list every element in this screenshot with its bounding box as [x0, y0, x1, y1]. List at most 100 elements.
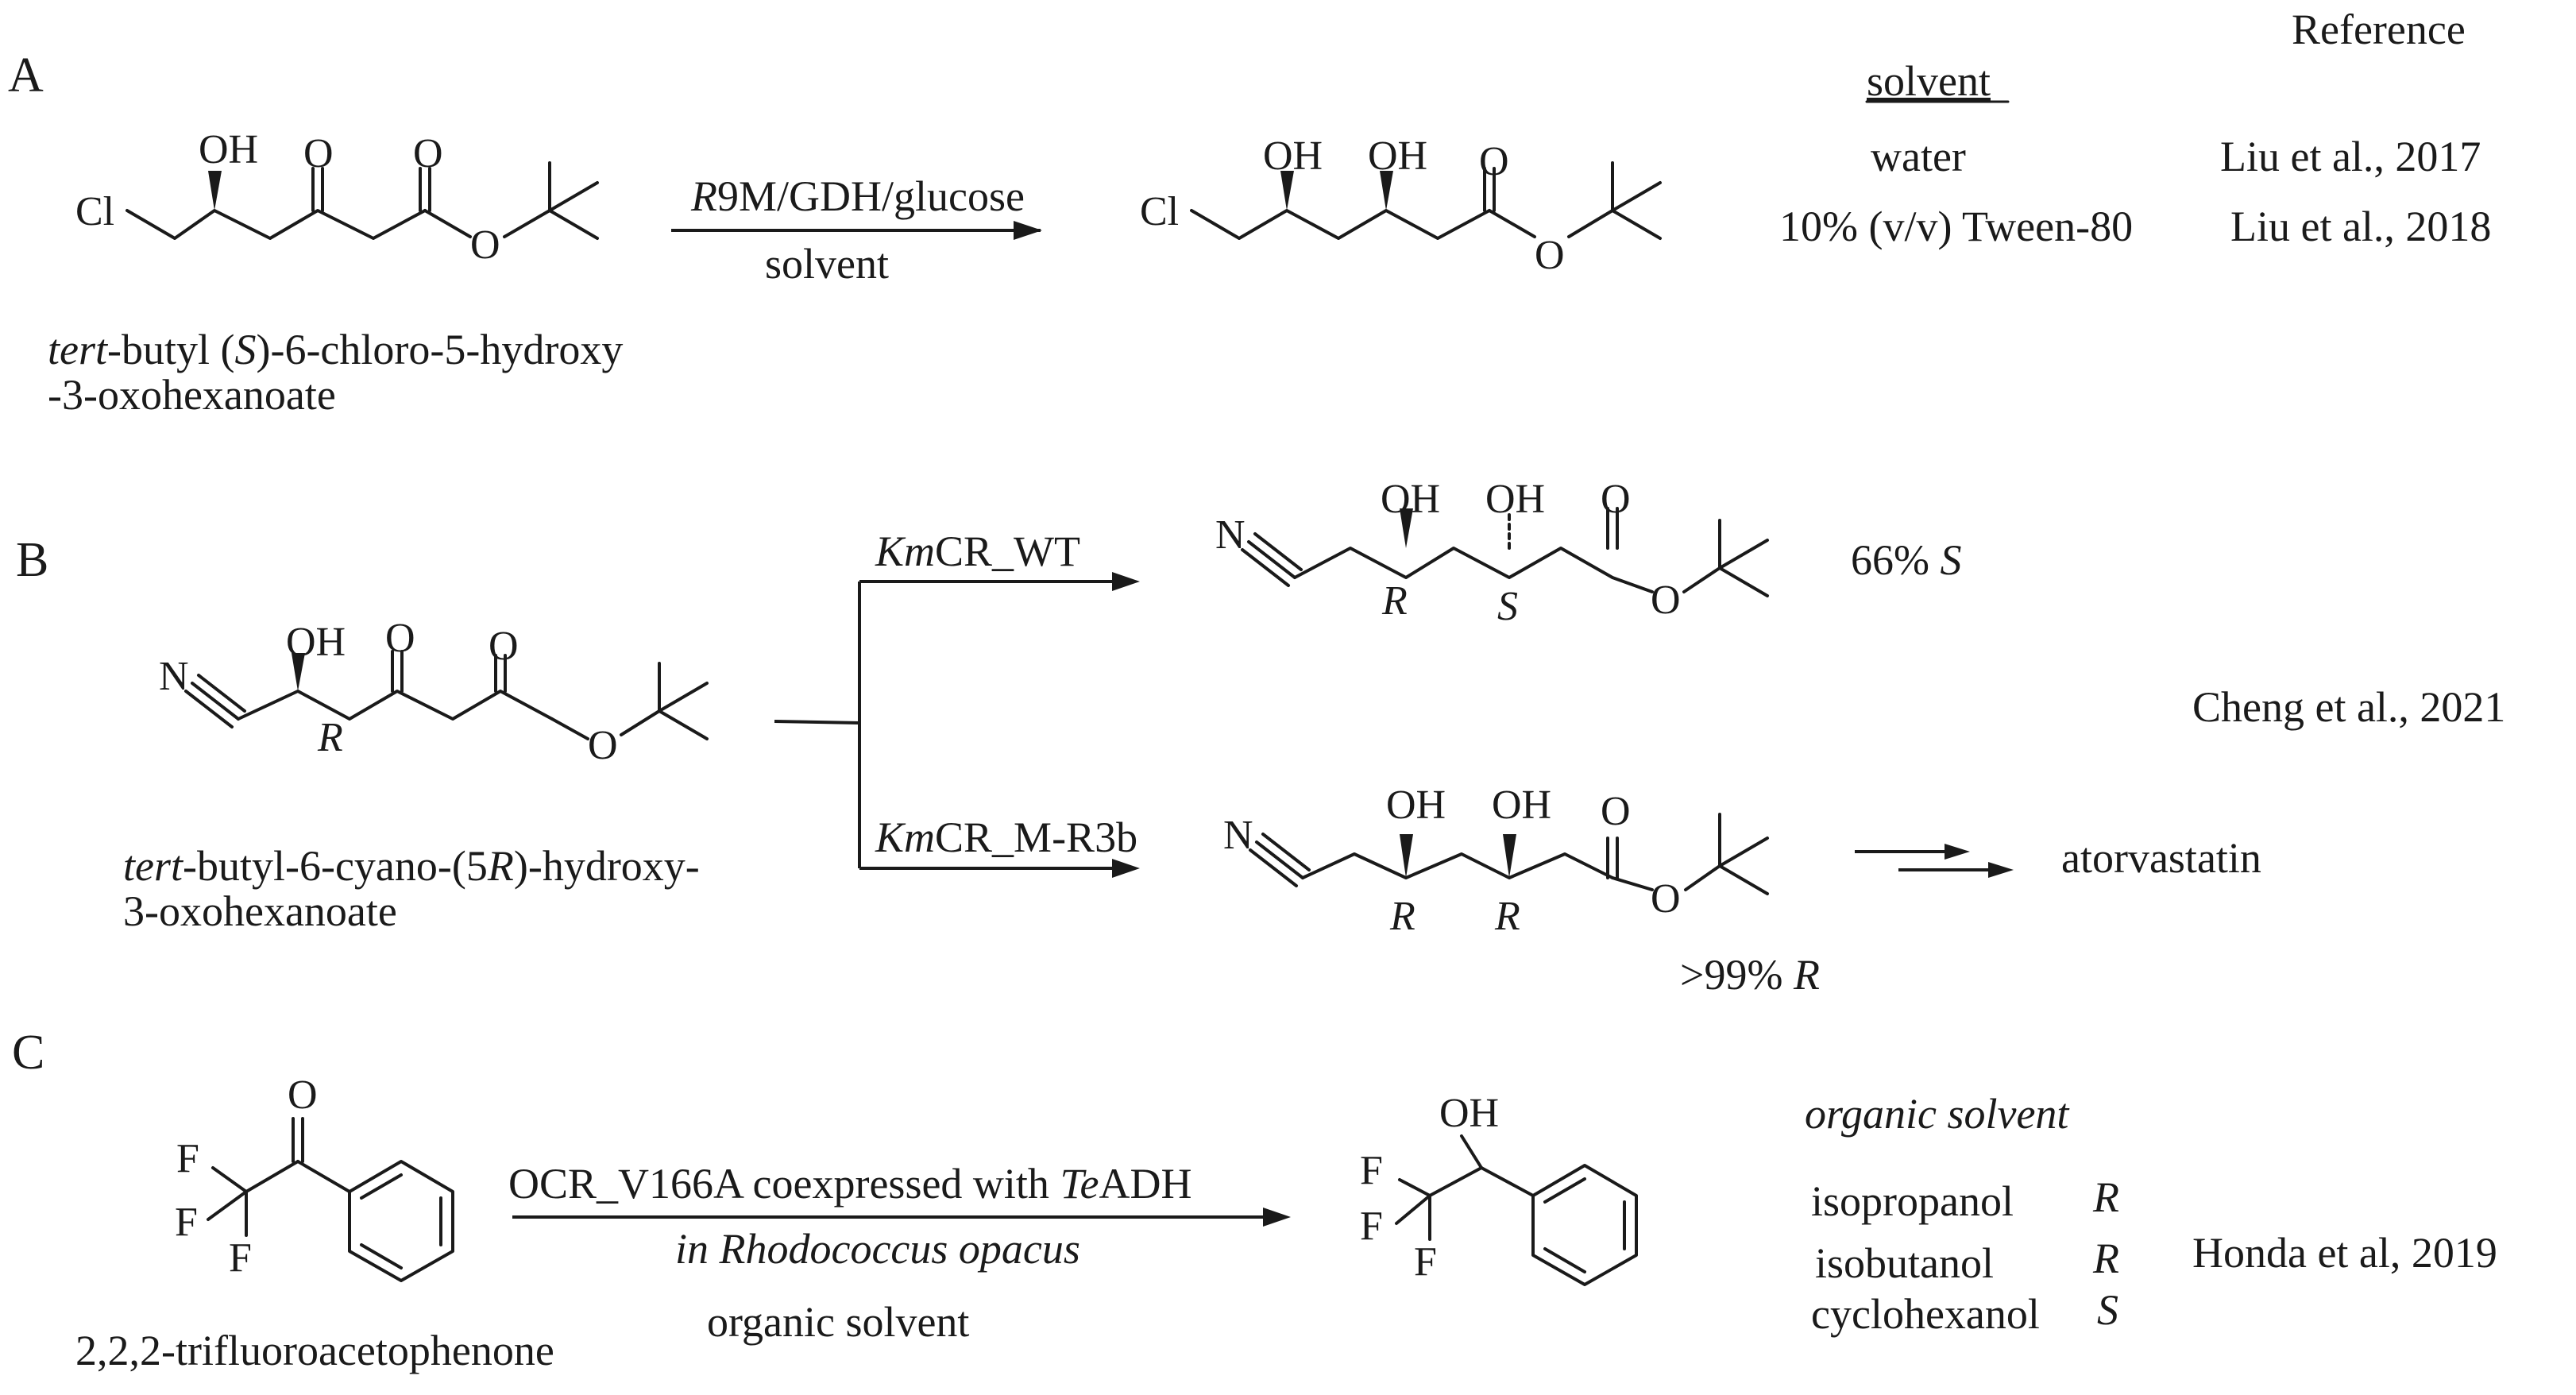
product-mut-r-descriptor-2: R: [1494, 894, 1520, 939]
product-ester-oxygen: O: [1535, 233, 1565, 278]
panel-a: A Cl OH O O O tert-butyl (S)-6-chloro-5-…: [8, 48, 2491, 419]
panel-c-label: C: [12, 1026, 44, 1080]
product-wt-carbonyl-oxygen: O: [1601, 477, 1631, 522]
product-ester-carbonyl-oxygen: O: [1479, 139, 1509, 184]
panel-c-product-fluorine-2: F: [1360, 1204, 1383, 1249]
panel-c-ring-double-3: [360, 1243, 403, 1269]
product-wt-wedge: [1400, 508, 1413, 548]
panel-b-enzyme-wt: KmCR_WT: [875, 527, 1080, 575]
branch-lower-head: [1112, 859, 1140, 878]
panel-c-cf-2: [207, 1190, 248, 1221]
panel-b-enzyme-mutant: KmCR_M-R3b: [875, 813, 1137, 861]
product-mut-nitrogen: N: [1223, 813, 1253, 858]
panel-b-r-descriptor: R: [317, 715, 343, 760]
panel-c-substrate-structure: O F F F: [175, 1072, 454, 1282]
panel-c-fluorine-3: F: [229, 1235, 252, 1281]
panel-c-product-cf3-bond: [1428, 1166, 1483, 1197]
panel-c: C O F F F 2,2,2-trifluoroacetophenone OC…: [12, 1026, 2497, 1374]
ester-o-bond: [423, 209, 472, 238]
multistep-arrowhead-1: [1945, 844, 1970, 860]
panel-c-config-row-1: R: [2092, 1173, 2119, 1221]
panel-a-substrate-name-line1: tert-butyl (S)-6-chloro-5-hydroxy: [48, 326, 623, 373]
panel-a-condition: solvent: [765, 240, 889, 288]
product-mut-nitrile-1: [1255, 840, 1304, 879]
panel-b-ester-o-bond: [550, 717, 589, 740]
product-wt-nitrogen: N: [1215, 512, 1246, 558]
panel-c-condition: organic solvent: [707, 1298, 969, 1346]
product-mut-backbone: [1301, 852, 1614, 879]
panel-b-substrate-name-line1: tert-butyl-6-cyano-(5R)-hydroxy-: [123, 842, 700, 890]
panel-b-stereo-wedge: [292, 653, 305, 691]
panel-b-o-tbu-bond: [620, 709, 661, 736]
panel-b-product-mutant-structure: N OH OH R R O O: [1223, 783, 1769, 939]
product-mut-nitrile-2: [1261, 833, 1311, 871]
panel-c-product-fluorine-3: F: [1414, 1239, 1437, 1285]
product-wt-backbone: [1293, 547, 1614, 579]
panel-b-substrate-structure: N OH R O O O: [159, 616, 709, 768]
product-mut-o-tbu: [1684, 864, 1721, 891]
panel-c-product-hydroxyl: OH: [1439, 1091, 1499, 1136]
product-mut-carbonyl-oxygen: O: [1601, 789, 1631, 834]
panel-c-product-benzene-ring: [1531, 1164, 1638, 1286]
panel-a-product-structure: Cl OH OH O O: [1140, 133, 1662, 278]
product-hydroxyl-2: OH: [1368, 133, 1427, 179]
panel-c-solvent-row-1: isopropanol: [1811, 1177, 2014, 1225]
product-wedge-2: [1380, 171, 1393, 211]
panel-c-cf3-bond: [245, 1160, 299, 1193]
panel-c-fluorine-2: F: [175, 1200, 198, 1245]
reference-header: Reference: [2292, 6, 2466, 53]
product-mut-ester-o-bond: [1611, 876, 1654, 891]
backbone-bonds: [126, 209, 427, 240]
panel-c-solvent-header: organic solvent: [1805, 1090, 2070, 1138]
panel-c-solvent-row-3: cyclohexanol: [1811, 1290, 2040, 1338]
product-wt-r-descriptor: R: [1381, 578, 1408, 624]
product-mut-wedge-1: [1400, 834, 1413, 878]
product-wt-hydroxyl-1: OH: [1381, 477, 1440, 522]
product-wt-o-tbu: [1682, 566, 1721, 593]
panel-a-solvent-header: solvent: [1867, 57, 1991, 105]
product-wt-ester-o-bond: [1611, 576, 1654, 593]
panel-c-product-aryl-bond: [1480, 1166, 1535, 1197]
carbonyl-oxygen-1: O: [303, 131, 334, 176]
product-mut-hydroxyl-1: OH: [1386, 783, 1446, 828]
product-chlorine-atom: Cl: [1140, 189, 1179, 234]
product-hydroxyl-1: OH: [1263, 133, 1323, 179]
panel-c-product-cf-1: [1398, 1178, 1431, 1197]
panel-a-substrate-name-line2: -3-oxohexanoate: [48, 371, 336, 419]
panel-b-ketone-oxygen: O: [385, 616, 415, 661]
panel-c-ketone-oxygen: O: [288, 1072, 318, 1118]
panel-b-ester-oxygen: O: [588, 723, 618, 768]
panel-c-aryl-bond: [296, 1160, 351, 1193]
o-tbu-bond: [503, 209, 551, 238]
panel-a-reference-row-1: Liu et al., 2017: [2220, 133, 2481, 180]
panel-c-benzene-ring: [348, 1160, 454, 1282]
panel-c-product-fluorine-1: F: [1360, 1148, 1383, 1193]
panel-b-reference: Cheng et al., 2021: [2192, 683, 2505, 731]
tbu-methyl-2: [548, 181, 599, 212]
product-mut-tbu-3: [1718, 864, 1769, 895]
product-wt-tbu-3: [1718, 566, 1769, 597]
branch-upper-head: [1112, 572, 1140, 591]
panel-c-ring-double-1: [360, 1173, 403, 1200]
panel-c-config-row-3: S: [2097, 1286, 2118, 1334]
stereo-wedge-bond: [208, 171, 222, 211]
panel-b: B N OH R O O O tert-butyl-6-cyano-(5R)-h…: [16, 477, 2505, 999]
panel-c-enzyme: OCR_V166A coexpressed with TeADH: [508, 1160, 1191, 1208]
panel-b-tbu-methyl-3: [658, 709, 709, 740]
panel-b-result-mutant: >99% R: [1680, 951, 1820, 999]
panel-b-final-product: atorvastatin: [2061, 834, 2261, 882]
nitrile-bond-2: [197, 674, 246, 713]
panel-c-config-row-2: R: [2092, 1235, 2119, 1282]
hydroxyl-label: OH: [199, 127, 258, 172]
product-mut-hydroxyl-2: OH: [1492, 783, 1551, 828]
ester-carbonyl-oxygen: O: [413, 131, 443, 176]
panel-b-label: B: [16, 533, 48, 587]
panel-c-reference: Honda et al, 2019: [2192, 1229, 2497, 1277]
panel-c-product-cf-2: [1395, 1194, 1431, 1225]
panel-c-host: in Rhodococcus opacus: [675, 1225, 1080, 1273]
product-wt-ester-oxygen: O: [1651, 578, 1681, 623]
nitrile-nitrogen: N: [159, 654, 189, 699]
chlorine-atom: Cl: [75, 189, 114, 234]
panel-b-backbone-bonds: [237, 690, 554, 721]
